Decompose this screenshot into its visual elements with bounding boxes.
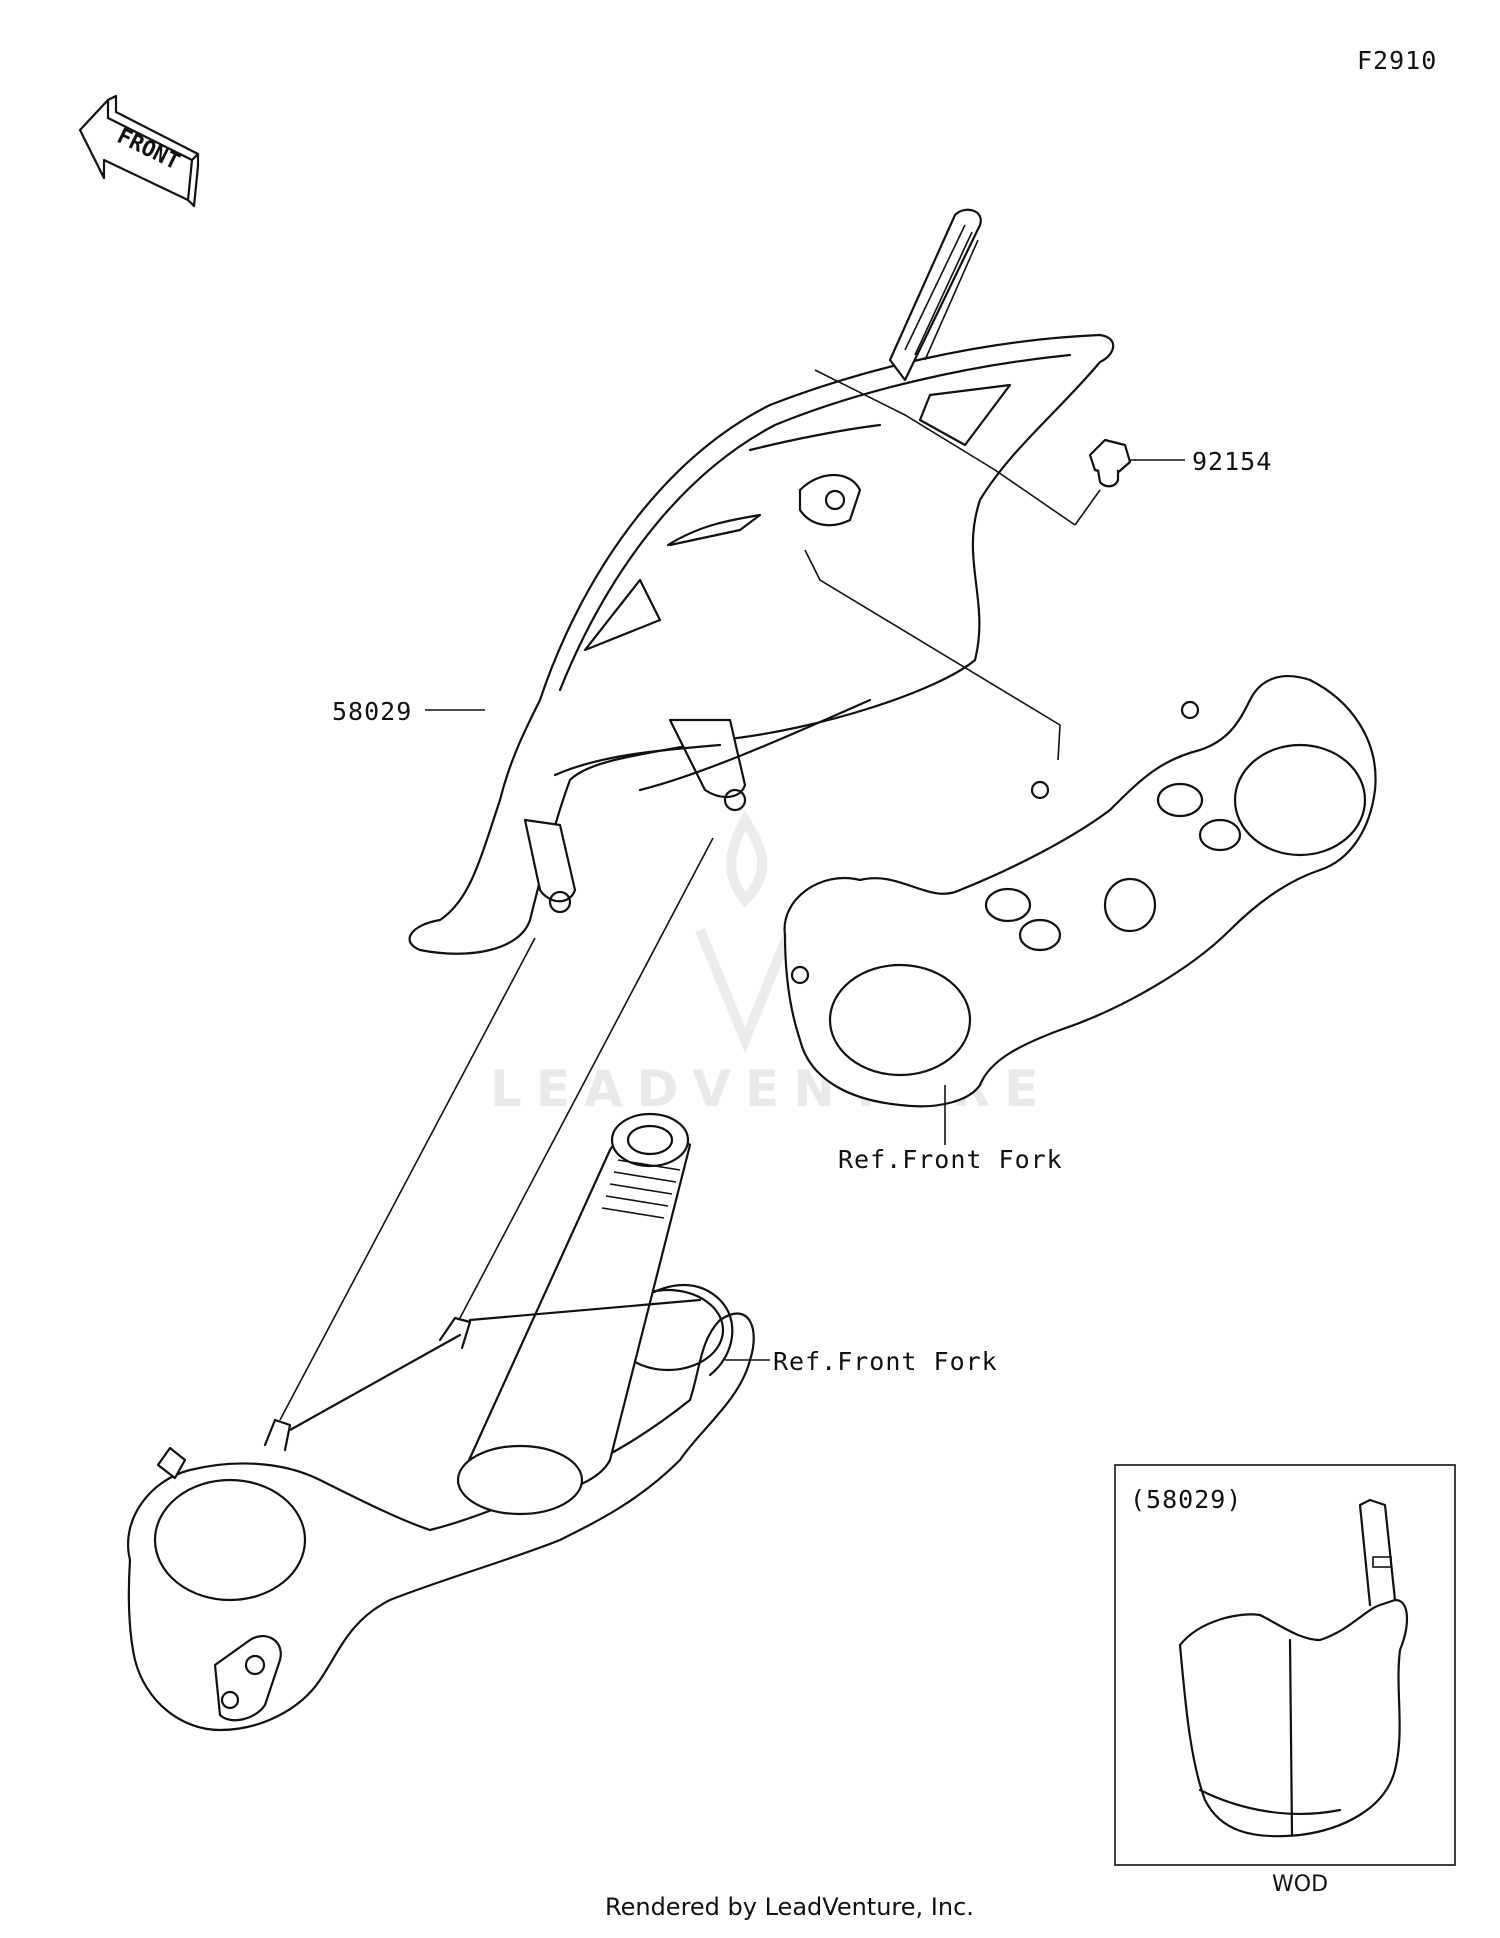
assembly-lines [279, 369, 1101, 1421]
bolt-92154-icon [1088, 438, 1185, 488]
part-label-58029: 58029 [332, 697, 413, 726]
ref-label-lower-clamp: Ref.Front Fork [773, 1347, 998, 1376]
watermark-logo-icon [695, 809, 795, 1054]
lower-triple-clamp [127, 1112, 755, 1732]
front-arrow-icon: FRONT [78, 94, 200, 208]
diagram-code: F2910 [1357, 46, 1438, 75]
upper-triple-clamp [783, 675, 1377, 1108]
footer-credit: Rendered by LeadVenture, Inc. [605, 1893, 974, 1921]
inset-box [1114, 1464, 1456, 1866]
inset-title: (58029) [1130, 1485, 1243, 1514]
ref-label-upper-clamp: Ref.Front Fork [838, 1145, 1063, 1174]
inset-caption: WOD [1272, 1872, 1329, 1897]
part-label-92154: 92154 [1192, 447, 1273, 476]
number-plate-58029 [408, 208, 1115, 955]
